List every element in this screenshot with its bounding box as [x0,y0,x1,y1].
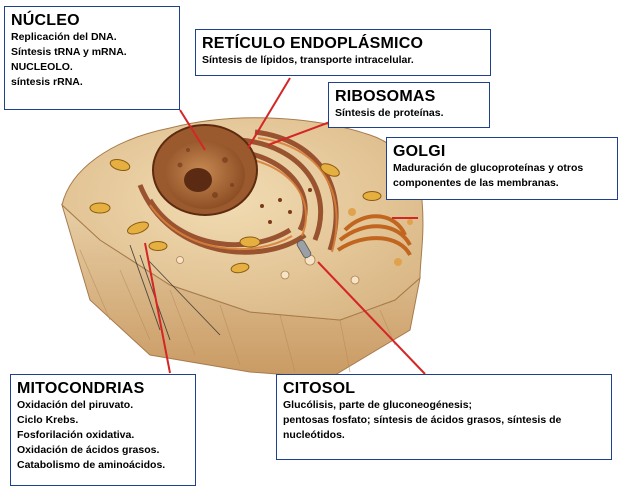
golgi-line-1: Maduración de glucoproteínas y otros [393,161,611,176]
citosol-line-2: pentosas fosfato; síntesis de ácidos gra… [283,413,605,428]
mitocondrias-line-5: Catabolismo de aminoácidos. [17,458,189,473]
mitocondrias-line-2: Ciclo Krebs. [17,413,189,428]
ribosomas-title: RIBOSOMAS [335,87,483,106]
citosol-line-1: Glucólisis, parte de gluconeogénesis; [283,398,605,413]
label-nucleo: NÚCLEO Replicación del DNA. Síntesis tRN… [4,6,180,110]
citosol-title: CITOSOL [283,379,605,398]
reticulo-line-1: Síntesis de lípidos, transporte intracel… [202,53,484,68]
ribosomas-line-1: Síntesis de proteínas. [335,106,483,121]
nucleolus [184,168,212,192]
nucleo-line-1: Replicación del DNA. [11,30,173,45]
label-reticulo: RETÍCULO ENDOPLÁSMICO Síntesis de lípido… [195,29,491,76]
mitocondrias-title: MITOCONDRIAS [17,379,189,398]
mitocondrias-line-3: Fosforilación oxidativa. [17,428,189,443]
golgi-line-2: componentes de las membranas. [393,176,611,191]
nucleo-line-2: Síntesis tRNA y mRNA. [11,45,173,60]
label-golgi: GOLGI Maduración de glucoproteínas y otr… [386,137,618,200]
reticulo-title: RETÍCULO ENDOPLÁSMICO [202,34,484,53]
mitocondrias-line-1: Oxidación del piruvato. [17,398,189,413]
nucleo-line-4: síntesis rRNA. [11,75,173,90]
label-citosol: CITOSOL Glucólisis, parte de gluconeogén… [276,374,612,460]
label-ribosomas: RIBOSOMAS Síntesis de proteínas. [328,82,490,128]
nucleo-title: NÚCLEO [11,11,173,30]
label-mitocondrias: MITOCONDRIAS Oxidación del piruvato. Cic… [10,374,196,486]
nucleo-line-3: NUCLEOLO. [11,60,173,75]
golgi-title: GOLGI [393,142,611,161]
citosol-line-3: nucleótidos. [283,428,605,443]
mitocondrias-line-4: Oxidación de ácidos grasos. [17,443,189,458]
